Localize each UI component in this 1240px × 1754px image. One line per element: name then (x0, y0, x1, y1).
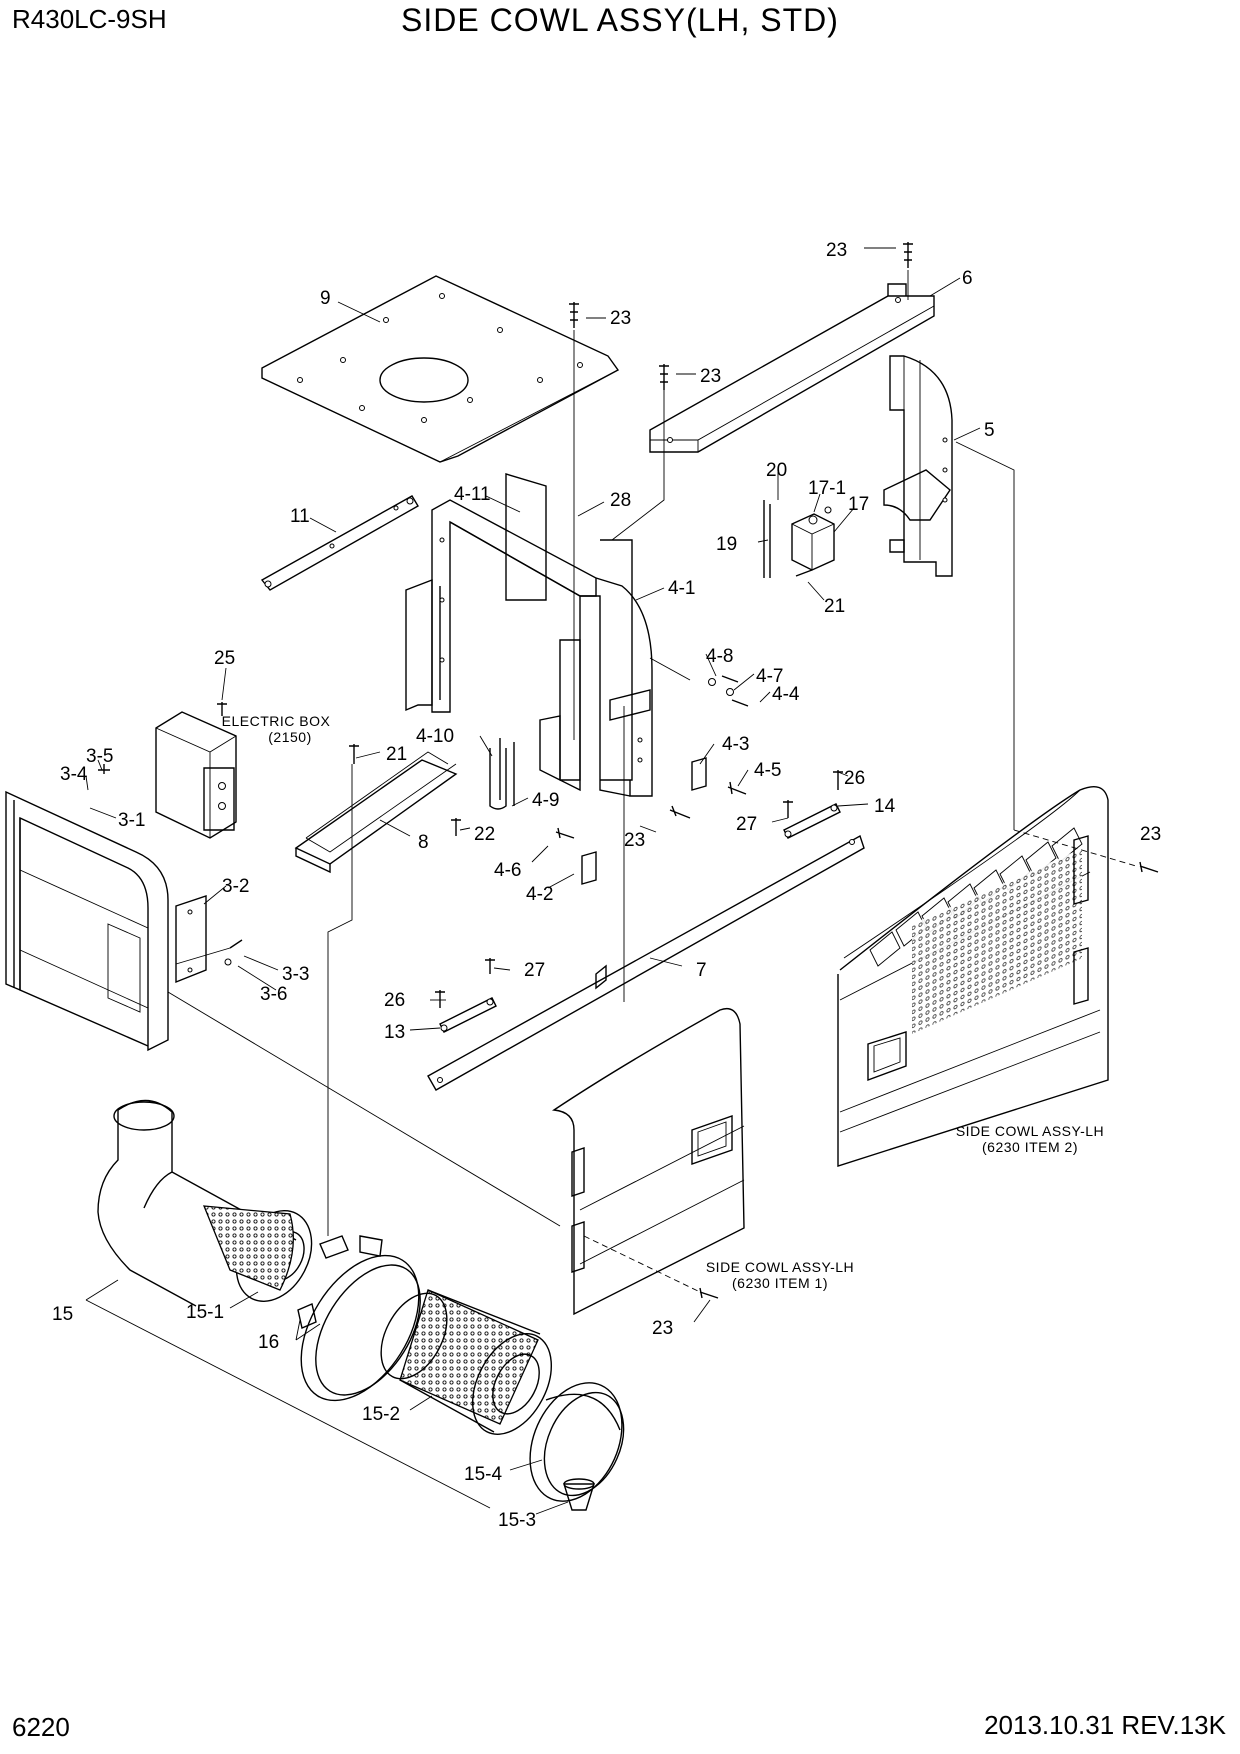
leader-lines (85, 247, 981, 1515)
part-16-band-clamp (297, 1235, 421, 1402)
callout-3-6: 3-6 (260, 984, 287, 1005)
callout-4-10: 4-10 (416, 726, 454, 747)
side-cowl-item1-note: SIDE COWL ASSY-LH (706, 1259, 854, 1275)
side-cowl-item-2 (837, 786, 1109, 1167)
callout-17-1: 17-1 (808, 478, 846, 499)
callout-11: 11 (290, 506, 310, 527)
callout-23: 23 (610, 308, 631, 329)
callout-15-1: 15-1 (186, 1302, 224, 1323)
electric-box-ref: (2150) (268, 729, 311, 745)
page-number: 6220 (12, 1712, 70, 1742)
part-6-top-rail (649, 283, 935, 453)
callout-4-9: 4-9 (532, 790, 559, 811)
part-15-2-filter (380, 1289, 552, 1435)
part-15-air-cleaner-body (97, 1099, 313, 1307)
callout-3-5: 3-5 (86, 746, 113, 767)
callout-labels: 23 6 9 23 23 5 20 17-1 17 19 21 11 4-11 … (52, 240, 1161, 1531)
side-cowl-item2-ref: (6230 ITEM 2) (982, 1139, 1078, 1155)
part-17-control-box (763, 500, 835, 578)
callout-4-4: 4-4 (772, 684, 800, 705)
callout-15: 15 (52, 1304, 73, 1325)
part-8-channel-bracket (294, 751, 458, 874)
part-4-1-frame (405, 473, 653, 797)
part-5-vertical-bracket (883, 355, 953, 577)
part-7-long-bar (427, 834, 865, 1091)
reference-notes: ELECTRIC BOX (2150) SIDE COWL ASSY-LH (6… (222, 713, 1104, 1291)
callout-23: 23 (652, 1318, 673, 1339)
callout-4-3: 4-3 (722, 734, 749, 755)
side-cowl-item2-note: SIDE COWL ASSY-LH (956, 1123, 1104, 1139)
callout-23: 23 (826, 240, 847, 261)
callout-4-8: 4-8 (706, 646, 733, 667)
callout-14: 14 (874, 796, 896, 817)
callout-3-1: 3-1 (118, 810, 145, 831)
center-lines (85, 270, 1137, 1509)
callout-27: 27 (736, 814, 757, 835)
part-11-strap (260, 495, 419, 591)
callout-16: 16 (258, 1332, 279, 1353)
callout-20: 20 (766, 460, 787, 481)
side-cowl-item-1 (551, 1007, 745, 1316)
callout-19: 19 (716, 534, 737, 555)
callout-4-2: 4-2 (526, 884, 553, 905)
part-3-2-plate (175, 895, 207, 984)
callout-6: 6 (962, 268, 973, 289)
callout-4-7: 4-7 (756, 666, 783, 687)
electric-box (155, 711, 237, 839)
callout-25: 25 (214, 648, 235, 669)
callout-4-1: 4-1 (668, 578, 695, 599)
callout-23: 23 (700, 366, 721, 387)
washers (224, 506, 832, 966)
diagram-title: SIDE COWL ASSY(LH, STD) (401, 2, 839, 38)
callout-21: 21 (386, 744, 407, 765)
model-number: R430LC-9SH (12, 4, 167, 34)
callout-3-2: 3-2 (222, 876, 249, 897)
callout-3-4: 3-4 (60, 764, 88, 785)
callout-15-3: 15-3 (498, 1510, 536, 1531)
part-14-latch (783, 803, 841, 839)
callout-13: 13 (384, 1022, 405, 1043)
side-cowl-item1-ref: (6230 ITEM 1) (732, 1275, 828, 1291)
callout-4-6: 4-6 (494, 860, 521, 881)
callout-5: 5 (984, 420, 995, 441)
callout-4-11: 4-11 (454, 484, 491, 505)
callout-8: 8 (418, 832, 429, 853)
callout-23: 23 (1140, 824, 1161, 845)
callout-3-3: 3-3 (282, 964, 309, 985)
callout-15-2: 15-2 (362, 1404, 400, 1425)
callout-26: 26 (844, 768, 865, 789)
electric-box-note: ELECTRIC BOX (222, 713, 331, 729)
callout-17: 17 (848, 494, 869, 515)
callout-23: 23 (624, 830, 645, 851)
callout-9: 9 (320, 288, 331, 309)
callout-15-4: 15-4 (464, 1464, 502, 1485)
part-4-9-u-rod (489, 738, 515, 810)
callout-28: 28 (610, 490, 631, 511)
callout-27: 27 (524, 960, 545, 981)
fasteners (98, 242, 1159, 1299)
callout-7: 7 (696, 960, 707, 981)
part-15-3-valve (563, 1478, 595, 1511)
part-4-3-bracket (581, 757, 707, 885)
callout-21: 21 (824, 596, 845, 617)
part-15-4-cap (529, 1382, 625, 1502)
part-3-1-front-frame (5, 790, 169, 1052)
callout-26: 26 (384, 990, 405, 1011)
callout-4-5: 4-5 (754, 760, 781, 781)
callout-22: 22 (474, 824, 495, 845)
revision-date: 2013.10.31 REV.13K (984, 1710, 1226, 1740)
part-13-latch (439, 997, 497, 1033)
part-9-top-plate (261, 275, 620, 463)
